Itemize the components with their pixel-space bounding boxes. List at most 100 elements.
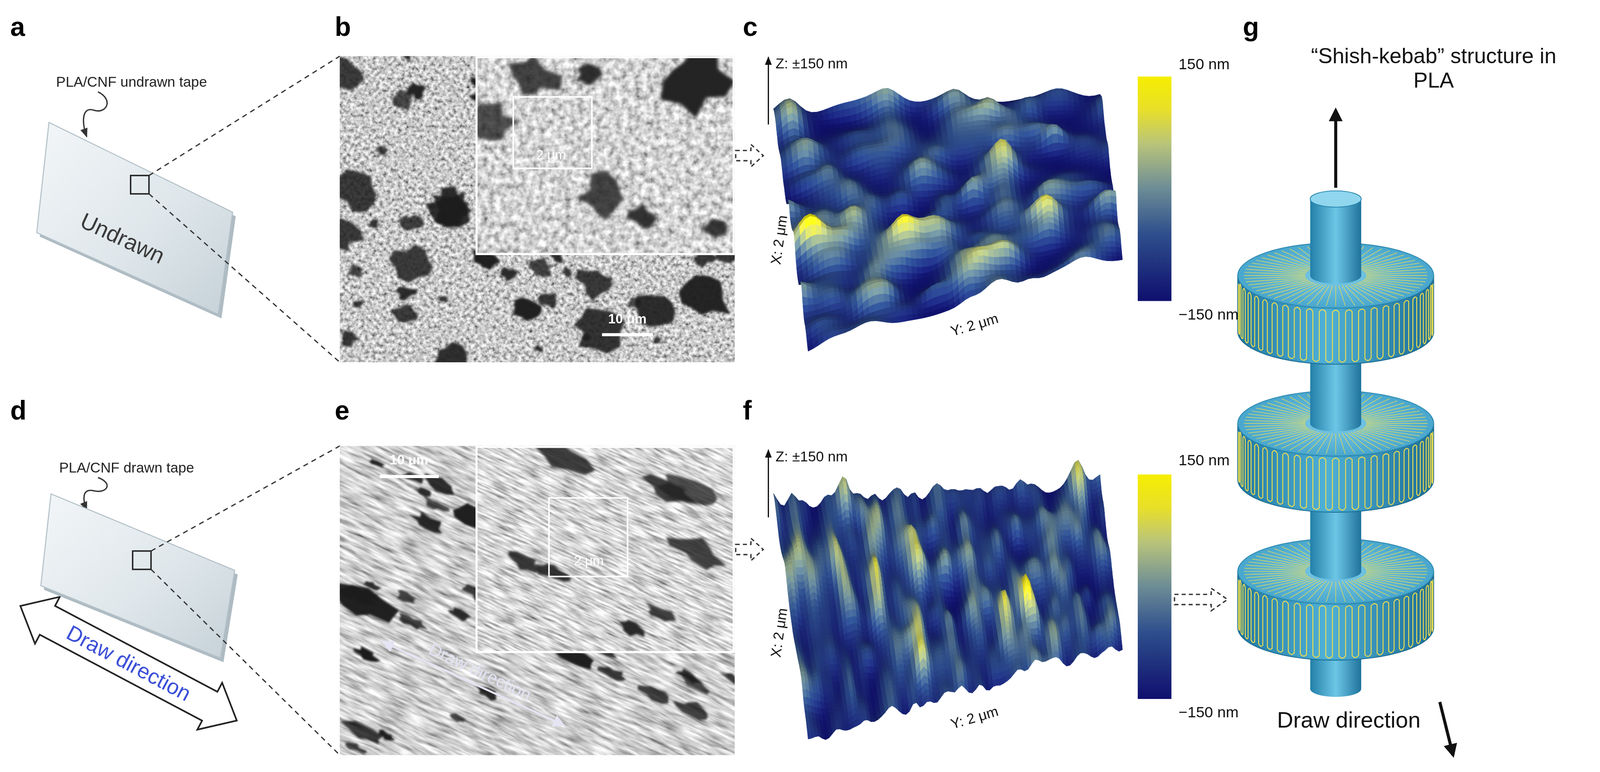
surface-cell — [1001, 141, 1007, 147]
surface-cell — [905, 147, 912, 154]
surface-cell — [1100, 179, 1107, 182]
surface-cell — [1100, 176, 1106, 180]
surface-cell — [1088, 171, 1095, 175]
surface-cell — [937, 178, 944, 186]
surface-cell — [1026, 150, 1033, 156]
surface-cell — [916, 120, 923, 125]
surface-cell — [823, 119, 830, 126]
surface-cell — [814, 135, 821, 140]
surface-cell — [1056, 91, 1063, 96]
surface-cell — [1085, 139, 1092, 143]
surface-cell — [954, 96, 961, 103]
surface-cell — [963, 126, 970, 132]
surface-cell — [1094, 171, 1100, 175]
surface-cell — [882, 93, 889, 101]
surface-cell — [891, 123, 898, 127]
surface-cell — [1018, 131, 1025, 138]
surface-cell — [1057, 95, 1064, 101]
surface-cell — [801, 140, 808, 145]
surface-cell — [1053, 142, 1059, 152]
surface-cell — [1053, 118, 1060, 122]
surface-cell — [817, 115, 824, 121]
surface-cell — [892, 129, 899, 134]
surface-cell — [803, 149, 810, 158]
surface-cell — [1024, 137, 1031, 143]
surface-cell — [1052, 100, 1059, 106]
surface-cell — [948, 185, 955, 191]
surface-cell — [886, 201, 893, 208]
sem-inset: 2 μm — [475, 55, 735, 256]
surface-cell — [1051, 95, 1058, 102]
surface-cell — [1079, 103, 1086, 107]
surface-cell — [910, 106, 916, 113]
surface-cell — [883, 145, 890, 152]
surface-cell — [1039, 170, 1046, 174]
surface-cell — [833, 110, 840, 119]
surface-cell — [956, 160, 963, 166]
surface-cell — [1042, 157, 1049, 162]
surface-cell — [1063, 105, 1070, 111]
surface-cell — [871, 184, 878, 189]
surface-cell — [943, 184, 950, 191]
surface-cell — [1047, 111, 1054, 116]
surface-cell — [864, 130, 871, 134]
surface-cell — [932, 176, 939, 185]
surface-cell — [1043, 161, 1050, 166]
surface-cell — [972, 189, 979, 199]
node-text: 2 μm — [536, 147, 567, 163]
surface-cell — [920, 162, 927, 168]
surface-cell — [848, 171, 855, 176]
surface-cell — [975, 133, 982, 138]
zoom-arrow — [735, 144, 764, 168]
surface-cell — [819, 129, 825, 133]
surface-cell — [880, 161, 887, 169]
surface-cell — [983, 108, 990, 116]
surface-cell — [886, 206, 893, 213]
surface-cell — [844, 108, 851, 117]
surface-cell — [1047, 106, 1054, 112]
surface-cell — [986, 140, 993, 146]
surface-cell — [886, 167, 893, 174]
surface-cell — [1037, 158, 1044, 163]
surface-cell — [957, 169, 963, 174]
surface-cell — [975, 137, 982, 143]
surface-cell — [1059, 121, 1066, 125]
surface-cell — [1052, 105, 1059, 112]
surface-cell — [955, 149, 962, 156]
surface-cell — [824, 124, 831, 130]
surface-cell — [1032, 158, 1039, 163]
surface-cell — [932, 184, 939, 191]
surface-cell — [901, 197, 908, 205]
surface-cell — [962, 117, 969, 123]
surface-cell — [845, 115, 852, 123]
surface-cell — [884, 150, 891, 157]
surface-cell — [1058, 142, 1065, 151]
surface-cell — [910, 116, 917, 121]
surface-cell — [1018, 127, 1025, 133]
surface-cell — [1064, 117, 1071, 122]
surface-cell — [1057, 100, 1064, 106]
surface-cell — [885, 156, 892, 163]
surface-cell — [1025, 142, 1032, 147]
tape-illustration-graphic — [20, 69, 245, 320]
surface-cell — [1056, 88, 1063, 92]
surface-cell — [887, 217, 894, 222]
surface-cell — [1019, 142, 1026, 147]
surface-cell — [919, 158, 926, 163]
surface-cell — [1026, 155, 1033, 160]
surface-cell — [885, 161, 892, 168]
surface-cell — [979, 120, 986, 125]
surface-cell — [889, 145, 896, 152]
surface-cell — [1025, 146, 1032, 152]
surface-cell — [1059, 118, 1066, 122]
surface-cell — [831, 207, 838, 211]
surface-cell — [1068, 105, 1075, 111]
surface-cell — [1028, 172, 1035, 177]
surface-cell — [978, 114, 985, 121]
surface-cell — [921, 183, 928, 191]
surface-cell — [1026, 112, 1033, 118]
surface-cell — [913, 206, 919, 212]
surface-cell — [852, 188, 859, 194]
surface-cell — [895, 157, 902, 163]
surface-cell — [917, 196, 924, 203]
